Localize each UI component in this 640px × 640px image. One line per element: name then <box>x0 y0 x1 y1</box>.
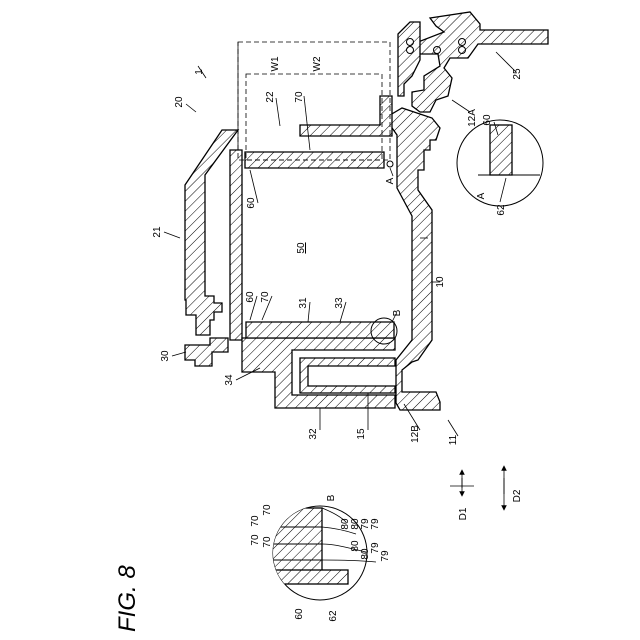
detail-A-leader-62 <box>500 178 506 202</box>
ref-70-top: 70 <box>294 91 305 103</box>
bracket-34-32 <box>242 338 395 408</box>
strap-upper-70 <box>300 96 392 136</box>
channel-15 <box>300 358 395 393</box>
detail-A-ref-62: 62 <box>496 204 507 216</box>
detail-B-79-b: 79 <box>370 518 381 530</box>
direction-D1-label: D1 <box>458 507 469 520</box>
leader-25 <box>496 52 516 72</box>
leader-11 <box>448 420 458 436</box>
leader-20 <box>186 104 196 112</box>
leader-21 <box>164 232 180 238</box>
direction-D2-label: D2 <box>512 489 523 502</box>
detail-B: B 60 62 70 70 70 70 80 80 80 80 79 79 79… <box>250 494 391 621</box>
leader-12A <box>452 100 470 112</box>
label-B: B <box>392 309 403 316</box>
ref-30: 30 <box>160 350 171 362</box>
ref-21: 21 <box>152 226 163 238</box>
leader-A <box>390 168 393 176</box>
detail-B-label-B: B <box>326 494 337 501</box>
ref-60-mid: 60 <box>245 291 256 303</box>
ref-22: 22 <box>265 91 276 103</box>
ref-34: 34 <box>224 374 235 386</box>
ref-31: 31 <box>298 297 309 309</box>
leader-22 <box>276 98 280 126</box>
frame-W2 <box>246 74 382 160</box>
ref-15: 15 <box>356 428 367 440</box>
spine-30 <box>230 150 242 340</box>
label-W2: W2 <box>312 56 323 71</box>
clip-25 <box>412 12 548 112</box>
figure-title: FIG. 8 <box>114 565 141 632</box>
detail-B-70-b: 70 <box>250 534 261 546</box>
detail-B-70-a: 70 <box>250 515 261 527</box>
ref-32: 32 <box>308 428 319 440</box>
direction-D1: D1 <box>450 470 474 520</box>
ref-20: 20 <box>174 96 185 108</box>
detail-B-70-d: 70 <box>262 536 273 548</box>
ref-33: 33 <box>334 297 345 309</box>
label-A: A <box>385 177 396 184</box>
detail-B-ref-62: 62 <box>328 610 339 622</box>
leader-70-top <box>304 96 310 150</box>
detail-A-ref-60: 60 <box>482 114 493 126</box>
direction-D2: D2 <box>504 466 523 510</box>
point-A <box>387 161 393 167</box>
detail-B-block <box>270 508 322 578</box>
detail-A: 60 A 62 <box>457 114 543 216</box>
detail-B-ref-60: 60 <box>294 608 305 620</box>
ref-70-mid: 70 <box>260 291 271 303</box>
ref-11: 11 <box>448 434 459 445</box>
detail-B-70-c: 70 <box>262 504 273 516</box>
ref-50: 50 <box>296 242 307 254</box>
detail-A-label-A: A <box>476 192 487 199</box>
detail-B-base <box>270 570 348 584</box>
ref-60-top: 60 <box>246 197 257 209</box>
wall-30 <box>185 338 228 366</box>
leader-30 <box>172 352 186 356</box>
ref-12B: 12B <box>410 425 421 443</box>
label-W1: W1 <box>270 56 281 71</box>
bracket-12A <box>398 22 420 96</box>
detail-B-79-d: 79 <box>380 550 391 562</box>
detail-A-part <box>490 125 512 175</box>
